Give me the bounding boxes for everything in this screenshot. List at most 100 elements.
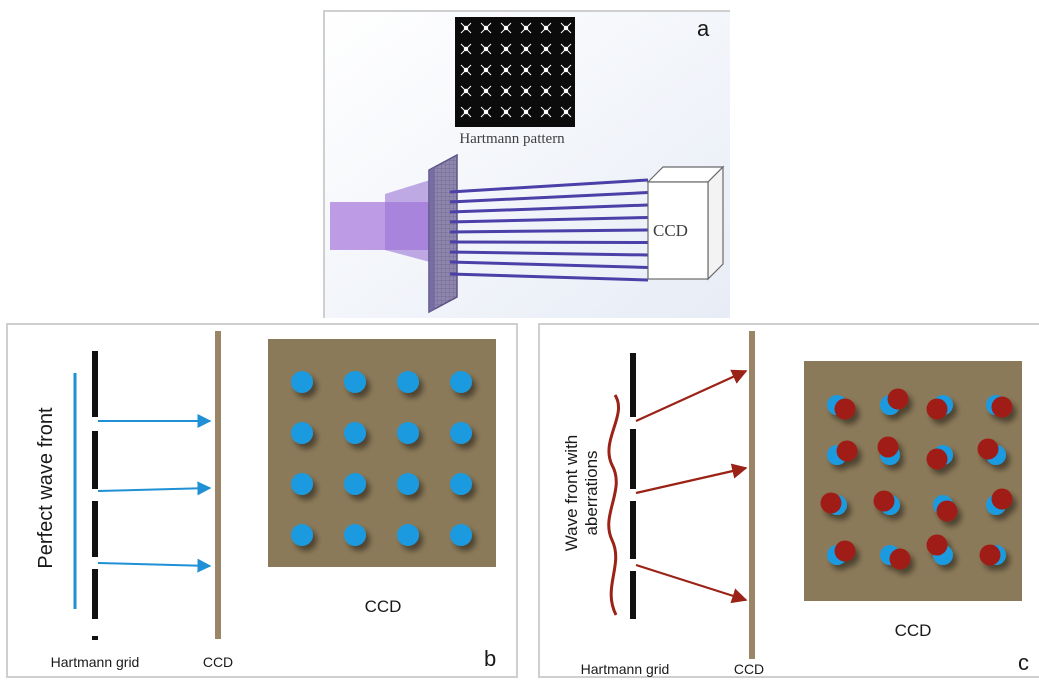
aberrated-wavefront-line	[607, 394, 621, 616]
red-aberrated-spot	[991, 396, 1013, 418]
blue-arrows	[97, 414, 212, 573]
blue-spot	[344, 524, 366, 546]
hartmann-spot	[500, 43, 512, 55]
hartmann-pattern-label: Hartmann pattern	[459, 131, 565, 147]
hartmann-spot	[500, 85, 512, 97]
ccd-label-b: CCD	[203, 654, 233, 670]
red-aberrated-spot	[887, 388, 909, 410]
panel-a-diagram: Hartmann pattern CCD a	[325, 12, 730, 318]
ray-line	[449, 260, 649, 269]
ray-line	[449, 272, 649, 282]
red-aberrated-spot	[979, 544, 1001, 566]
hartmann-spot	[540, 64, 552, 76]
ccd-label-c: CCD	[734, 661, 764, 677]
ray-line	[449, 191, 649, 204]
hartmann-spot	[520, 85, 532, 97]
hartmann-spot	[480, 106, 492, 118]
blue-spot	[344, 422, 366, 444]
hartmann-spot	[540, 85, 552, 97]
panel-b-diagram: Perfect wave front CCD Hartmann grid CCD…	[35, 331, 496, 671]
aberrated-wavefront-label-1: Wave front with	[562, 435, 581, 552]
hartmann-spot	[520, 106, 532, 118]
red-aberrated-spot	[926, 534, 948, 556]
hartmann-spot	[540, 106, 552, 118]
red-arrow-3	[635, 563, 748, 604]
ccd-box	[646, 165, 725, 281]
panel-c-letter: c	[1018, 650, 1029, 675]
panel-a-letter: a	[697, 16, 710, 41]
hartmann-pattern-image	[455, 17, 575, 127]
red-aberrated-spot	[936, 500, 958, 522]
hartmann-grid-label-b: Hartmann grid	[51, 654, 140, 670]
blue-spot	[397, 473, 419, 495]
red-aberrated-spot	[977, 438, 999, 460]
blue-spot	[397, 524, 419, 546]
hartmann-spot	[480, 85, 492, 97]
hartmann-spot	[500, 106, 512, 118]
blue-arrow-2	[97, 481, 212, 496]
plate-edge	[429, 167, 435, 312]
ray-line	[449, 250, 649, 257]
hartmann-spot	[460, 43, 472, 55]
hartmann-spot	[480, 64, 492, 76]
hartmann-spot	[460, 22, 472, 34]
spot-grid-b	[291, 371, 472, 546]
red-aberrated-spot	[834, 540, 856, 562]
hartmann-spot	[560, 22, 572, 34]
ccd-bar-b	[215, 331, 221, 639]
red-arrow-1	[635, 369, 748, 423]
hartmann-spot	[560, 106, 572, 118]
red-aberrated-spot	[926, 398, 948, 420]
hartmann-spot	[460, 106, 472, 118]
ray-line	[449, 178, 649, 194]
blue-spot	[397, 422, 419, 444]
hartmann-spot	[560, 85, 572, 97]
blue-spot	[291, 422, 313, 444]
hartmann-grid-label-c: Hartmann grid	[581, 661, 670, 677]
ccd-caption-b: CCD	[365, 597, 402, 616]
red-aberrated-spot	[991, 488, 1013, 510]
hartmann-spot	[500, 64, 512, 76]
red-arrows	[635, 369, 748, 604]
panel-c-diagram: Wave front with aberrations CCD Hartmann…	[562, 331, 1029, 677]
spot-grid-c	[820, 388, 1013, 570]
ray-line	[449, 216, 649, 224]
ray-line	[449, 228, 649, 234]
red-aberrated-spot	[820, 492, 842, 514]
aberrated-wavefront-label-2: aberrations	[582, 450, 601, 535]
red-aberrated-spot	[889, 548, 911, 570]
blue-spot	[344, 473, 366, 495]
blue-spot	[450, 422, 472, 444]
hartmann-spot	[540, 22, 552, 34]
panel-c-aberrated-wavefront: Wave front with aberrations CCD Hartmann…	[538, 323, 1039, 678]
blue-spot	[344, 371, 366, 393]
ray-line	[449, 203, 649, 214]
hartmann-spot	[560, 64, 572, 76]
hartmann-grid-b	[92, 351, 98, 640]
hartmann-spot	[460, 85, 472, 97]
blue-arrow-3	[97, 558, 212, 573]
hartmann-spot	[540, 43, 552, 55]
blue-spot	[291, 371, 313, 393]
ccd-box-label: CCD	[653, 221, 688, 240]
blue-spot	[397, 371, 419, 393]
hartmann-spot	[480, 43, 492, 55]
red-aberrated-spot	[834, 398, 856, 420]
panel-b-letter: b	[484, 646, 496, 671]
red-aberrated-spot	[926, 448, 948, 470]
blue-spot	[450, 524, 472, 546]
panel-b-perfect-wavefront: Perfect wave front CCD Hartmann grid CCD…	[6, 323, 518, 678]
ccd-caption-c: CCD	[895, 621, 932, 640]
hartmann-spot	[520, 64, 532, 76]
hartmann-grid-c	[630, 353, 636, 619]
hartmann-spot	[500, 22, 512, 34]
hartmann-spot	[520, 43, 532, 55]
hartmann-spot	[560, 43, 572, 55]
red-aberrated-spot	[836, 440, 858, 462]
ccd-bar-c	[749, 331, 755, 659]
blue-spot	[291, 473, 313, 495]
blue-spot	[450, 473, 472, 495]
red-arrow-2	[635, 463, 748, 495]
perfect-wavefront-label: Perfect wave front	[35, 407, 57, 569]
hartmann-spot	[520, 22, 532, 34]
